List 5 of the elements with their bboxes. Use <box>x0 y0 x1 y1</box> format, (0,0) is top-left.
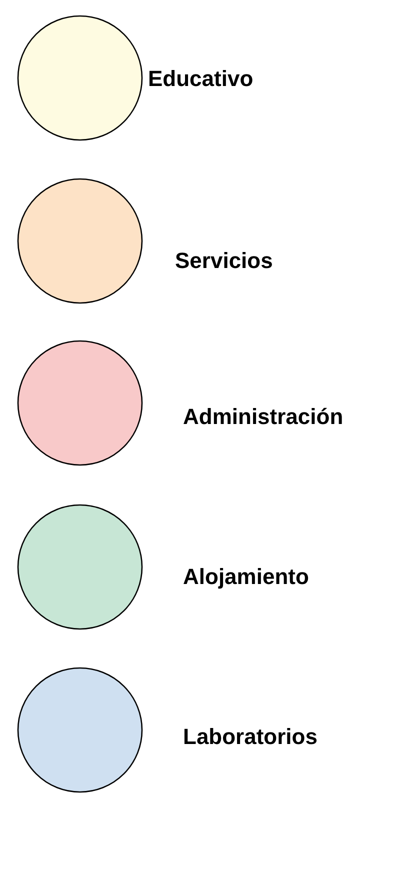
legend-label: Administración <box>183 404 344 430</box>
legend-label: Educativo <box>148 66 254 92</box>
legend-label: Laboratorios <box>183 724 318 750</box>
legend-label: Servicios <box>175 248 273 274</box>
legend-label: Alojamiento <box>183 564 309 590</box>
